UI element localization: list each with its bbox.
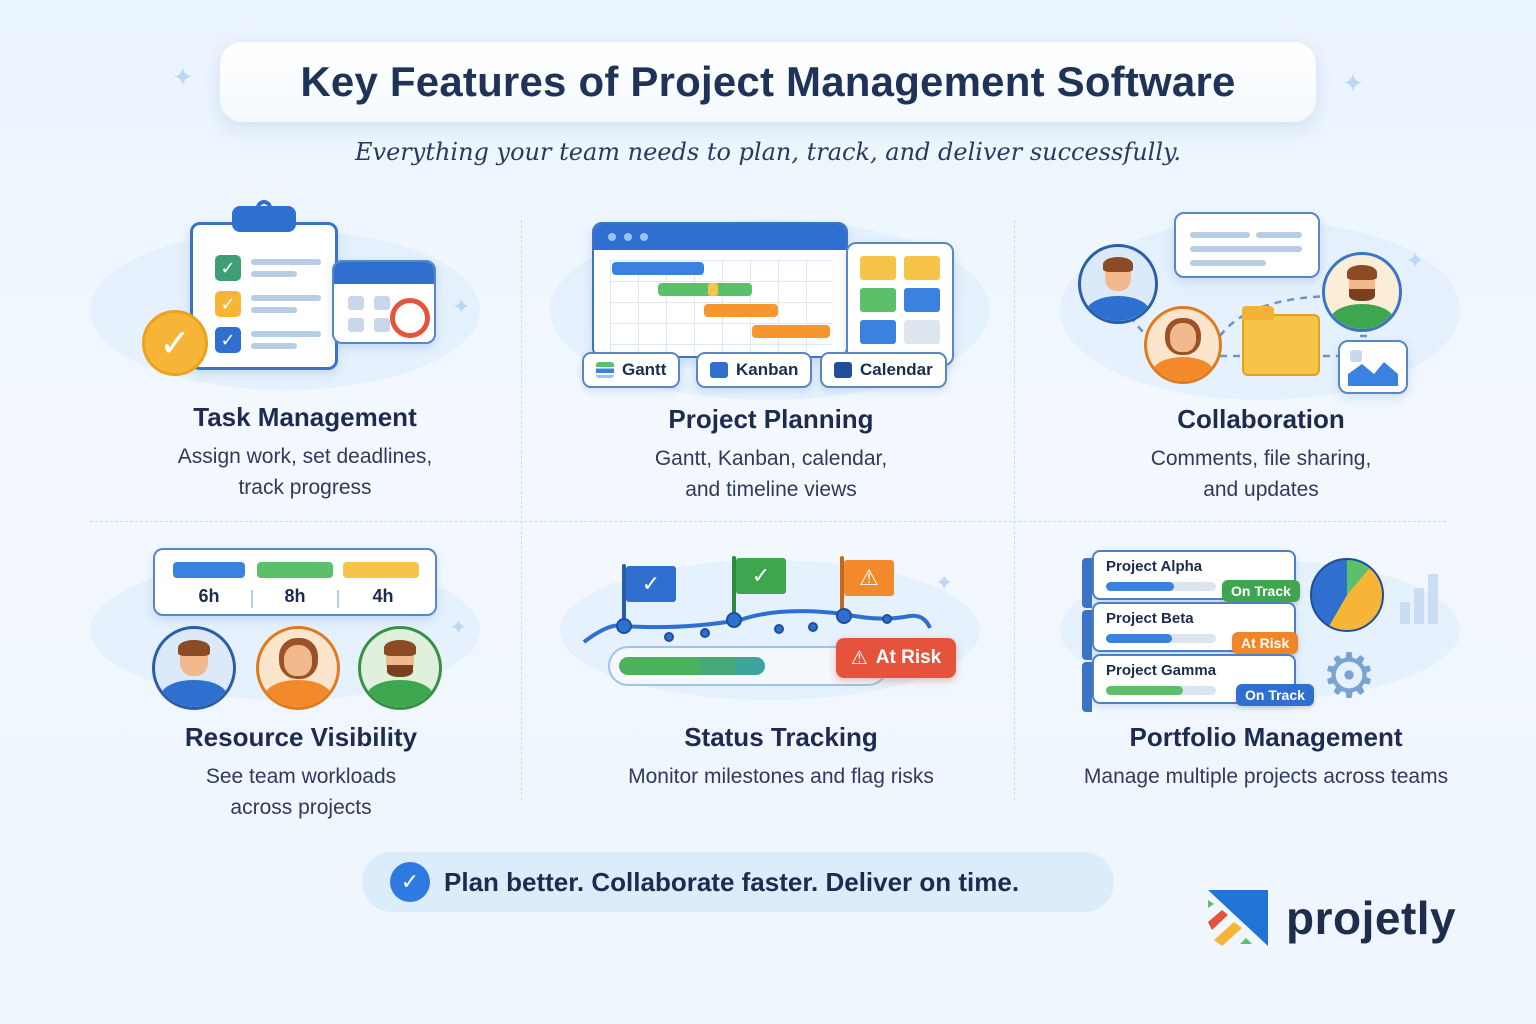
- feature-desc: Comments, file sharing,and updates: [1150, 447, 1372, 501]
- page-subtitle: Everything your team needs to plan, trac…: [355, 138, 1181, 166]
- check-icon: ✓: [215, 327, 241, 353]
- sparkle-icon: ✦: [935, 570, 954, 595]
- pie-chart-icon: [1310, 558, 1384, 632]
- title-card: Key Features of Project Management Softw…: [220, 42, 1316, 122]
- clipboard-icon: ✓ ✓ ✓: [190, 222, 338, 370]
- feature-project-planning: Project Planning Gantt, Kanban, calendar…: [566, 404, 976, 505]
- collaboration-illustration: [1070, 206, 1420, 406]
- check-circle-icon: ✓: [390, 862, 430, 902]
- portfolio-management-illustration: Project Alpha On Track Project Beta At R…: [1080, 546, 1450, 716]
- sparkle-icon: ✦: [1406, 248, 1425, 273]
- progress-fill: [619, 657, 765, 675]
- calendar-icon: [834, 362, 852, 378]
- feature-status-tracking: Status Tracking Monitor milestones and f…: [566, 722, 996, 792]
- view-gantt-button[interactable]: Gantt: [582, 352, 681, 388]
- grid-divider: [1014, 220, 1015, 800]
- brand-name: projetly: [1286, 892, 1457, 944]
- gear-icon: ⚙: [1321, 642, 1377, 711]
- status-badge: On Track: [1222, 580, 1300, 602]
- sparkle-icon: ✦: [450, 617, 467, 639]
- feature-title: Portfolio Management: [1129, 722, 1403, 752]
- gantt-window: [592, 222, 848, 358]
- avatar-woman-orange: [256, 626, 340, 710]
- workload-hours: 4h: [372, 586, 394, 606]
- task-management-illustration: ✓ ✓ ✓ ✓: [140, 200, 450, 380]
- feature-title: Resource Visibility: [184, 722, 418, 752]
- feature-task-management: Task Management Assign work, set deadlin…: [100, 402, 510, 503]
- at-risk-badge: ⚠ At Risk: [836, 638, 956, 678]
- view-calendar-button[interactable]: Calendar: [820, 352, 947, 388]
- folder-icon: [1242, 314, 1320, 376]
- workload-hours: 8h: [284, 586, 306, 606]
- tagline-text: Plan better. Collaborate faster. Deliver…: [444, 866, 1020, 897]
- avatar-bearded-man-green: [1322, 252, 1402, 332]
- comment-bubble-icon: [1174, 212, 1320, 278]
- page-title: Key Features of Project Management Softw…: [300, 58, 1236, 105]
- kanban-board: [846, 242, 954, 366]
- feature-desc: Assign work, set deadlines,track progres…: [177, 445, 433, 499]
- sparkle-icon: ✦: [1342, 68, 1364, 98]
- project-planning-illustration: Gantt Kanban Calendar: [580, 220, 960, 390]
- view-kanban-button[interactable]: Kanban: [696, 352, 813, 388]
- grid-divider: [90, 521, 1446, 522]
- status-tracking-illustration: ✓ ✓ ⚠ ⚠ At Risk: [580, 550, 970, 695]
- feature-title: Collaboration: [1177, 404, 1345, 434]
- feature-title: Project Planning: [668, 404, 874, 434]
- completed-check-icon: ✓: [142, 310, 208, 376]
- status-badge: At Risk: [1232, 632, 1299, 654]
- check-icon: ✓: [215, 291, 241, 317]
- grid-divider: [521, 220, 522, 800]
- avatar-man-blue: [152, 626, 236, 710]
- sparkle-icon: ✦: [172, 62, 194, 92]
- feature-title: Status Tracking: [684, 722, 878, 752]
- status-badge: On Track: [1236, 684, 1314, 706]
- milestone-flag-complete: ✓: [626, 566, 676, 602]
- warning-icon: ⚠: [850, 647, 868, 669]
- feature-portfolio-management: Portfolio Management Manage multiple pro…: [1046, 722, 1486, 792]
- image-file-icon: [1338, 340, 1408, 394]
- feature-collaboration: Collaboration Comments, file sharing,and…: [1056, 404, 1466, 505]
- projetly-logo-icon: [1206, 888, 1270, 948]
- avatar-man-blue: [1078, 244, 1158, 324]
- calendar-icon: [332, 260, 436, 344]
- sparkle-icon: ✦: [452, 294, 471, 319]
- feature-desc: Monitor milestones and flag risks: [628, 765, 934, 788]
- gantt-icon: [596, 362, 614, 378]
- avatar-woman-orange: [1144, 306, 1222, 384]
- workload-panel: 6h 8h 4h: [153, 548, 437, 616]
- feature-title: Task Management: [193, 402, 417, 432]
- resource-visibility-illustration: 6h 8h 4h: [150, 546, 450, 711]
- avatar-bearded-man-green: [358, 626, 442, 710]
- kanban-icon: [710, 362, 728, 378]
- feature-desc: Gantt, Kanban, calendar,and timeline vie…: [654, 447, 888, 501]
- deadline-clock-icon: [390, 298, 430, 338]
- project-card: Project Gamma: [1092, 654, 1296, 704]
- tagline-banner: ✓ Plan better. Collaborate faster. Deliv…: [362, 852, 1114, 912]
- brand-logo: projetly: [1206, 888, 1456, 948]
- milestone-flag-warning: ⚠: [844, 560, 894, 596]
- workload-hours: 6h: [198, 586, 220, 606]
- feature-desc: Manage multiple projects across teams: [1083, 765, 1449, 788]
- milestone-flag-complete: ✓: [736, 558, 786, 594]
- check-icon: ✓: [215, 255, 241, 281]
